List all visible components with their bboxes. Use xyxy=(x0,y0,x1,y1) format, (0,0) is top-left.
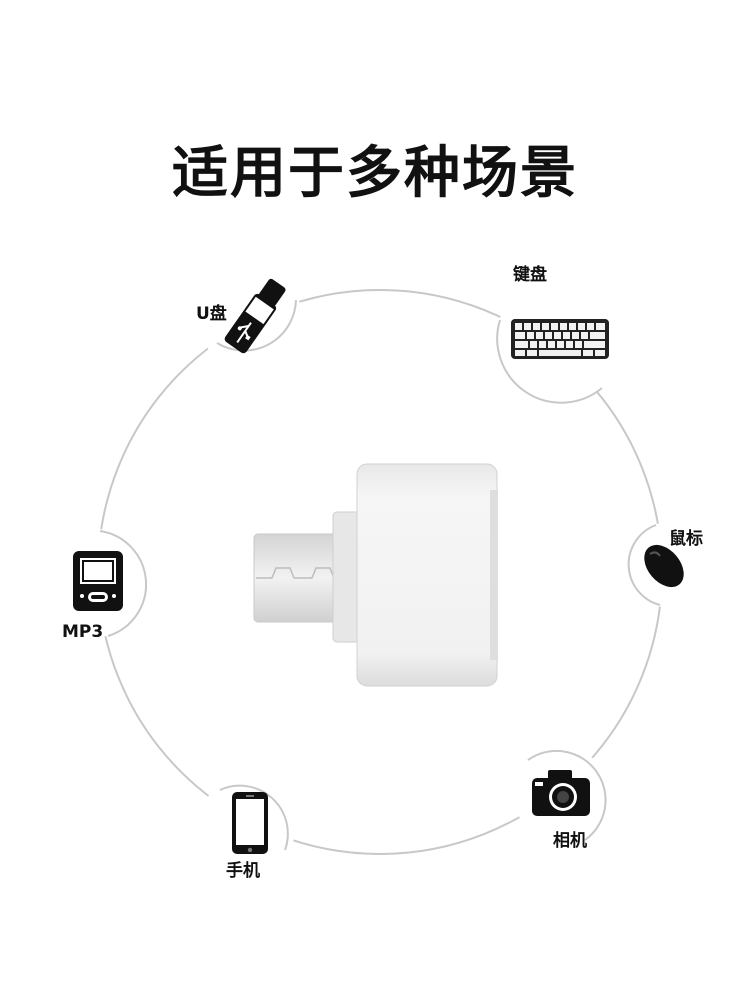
device-label-udisk: U盘 xyxy=(196,304,227,324)
device-label-camera: 相机 xyxy=(553,831,587,851)
device-label-phone: 手机 xyxy=(226,861,260,881)
mouse-icon xyxy=(644,544,684,588)
keyboard-icon xyxy=(511,319,609,359)
device-label-mp3: MP3 xyxy=(62,622,104,642)
camera-icon xyxy=(532,770,590,816)
device-label-keyboard: 键盘 xyxy=(513,265,547,285)
device-label-mouse: 鼠标 xyxy=(669,529,703,549)
mp3-player-icon xyxy=(73,551,123,611)
usb-flash-drive-icon xyxy=(224,278,286,354)
page-title: 适用于多种场景 xyxy=(172,141,578,206)
phone-icon xyxy=(232,792,268,854)
